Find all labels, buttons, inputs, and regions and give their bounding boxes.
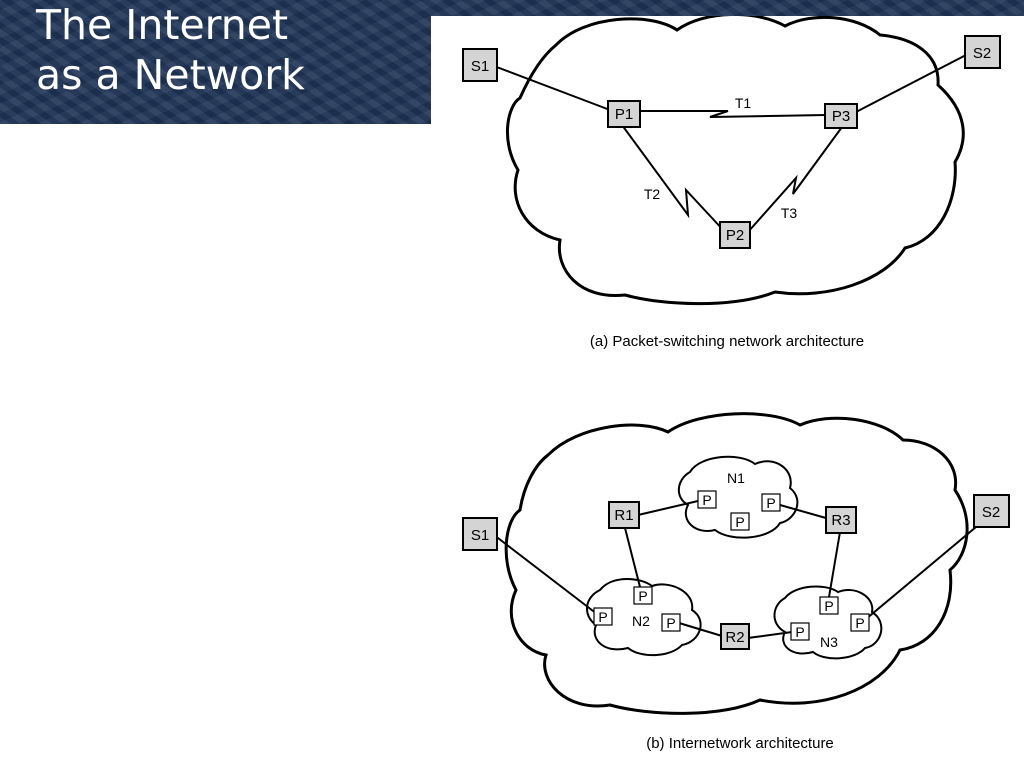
network-cloud-n1 xyxy=(677,455,799,539)
switch-n3-right-label: P xyxy=(855,615,864,631)
network-n1-label: N1 xyxy=(727,470,745,486)
router-r1: R1 xyxy=(608,501,640,529)
node-s1-b-label: S1 xyxy=(471,527,489,544)
node-p1-label: P1 xyxy=(615,106,633,123)
node-p2-label: P2 xyxy=(726,227,744,244)
node-s2-label: S2 xyxy=(973,45,991,62)
switch-n3-left-label: P xyxy=(795,624,804,640)
network-n2-label: N2 xyxy=(632,613,650,629)
link-s1-p1 xyxy=(493,65,611,111)
network-n3-label: N3 xyxy=(820,634,838,650)
internetwork-diagram: S1 S2 R1 R3 R2 P P P xyxy=(462,412,1010,752)
node-s2-b-label: S2 xyxy=(982,504,1000,521)
switch-n1-left-label: P xyxy=(702,492,711,508)
switch-n3-top-label: P xyxy=(824,598,833,614)
link-p3-s2 xyxy=(855,54,967,113)
switch-n1-left: P xyxy=(697,490,717,509)
switch-n2-right-label: P xyxy=(666,615,675,631)
link-t3-label: T3 xyxy=(781,205,798,221)
link-r1-n1 xyxy=(637,500,699,516)
title-line-1: The Internet xyxy=(36,1,289,49)
switch-n2-right: P xyxy=(661,613,681,632)
node-s1-label: S1 xyxy=(471,58,489,75)
link-r3-n3 xyxy=(828,531,841,598)
link-r1-n2 xyxy=(624,527,641,588)
switch-n2-left: P xyxy=(593,607,613,626)
node-p2: P2 xyxy=(719,221,751,249)
node-p3: P3 xyxy=(824,103,858,129)
link-r2-n3 xyxy=(747,631,793,639)
switch-n3-left: P xyxy=(790,622,810,641)
switch-n1-bottom-label: P xyxy=(735,514,744,530)
link-n1-r3 xyxy=(779,504,827,519)
caption-b: (b) Internetwork architecture xyxy=(646,735,834,752)
router-r1-label: R1 xyxy=(614,507,633,524)
packet-switching-diagram: S1 S2 P1 P3 P2 T1 T2 T3 (a) Packet-switc… xyxy=(462,16,1001,350)
link-t2-label: T2 xyxy=(644,186,661,202)
link-n2-r2 xyxy=(678,622,723,637)
switch-n2-left-label: P xyxy=(598,609,607,625)
switch-n2-top: P xyxy=(633,586,653,605)
node-p1: P1 xyxy=(607,100,641,128)
switch-n1-right: P xyxy=(761,493,781,512)
figure-panel: S1 S2 P1 P3 P2 T1 T2 T3 (a) Packet-switc… xyxy=(431,16,1024,768)
router-r3: R3 xyxy=(825,506,857,534)
internet-cloud-b xyxy=(504,412,969,715)
link-n3-s2 xyxy=(865,526,977,620)
title-line-2: as a Network xyxy=(36,51,305,99)
link-t1 xyxy=(640,110,827,118)
caption-a: (a) Packet-switching network architectur… xyxy=(590,333,864,350)
node-s2: S2 xyxy=(964,35,1001,69)
switch-n1-right-label: P xyxy=(766,495,775,511)
router-r3-label: R3 xyxy=(831,512,850,529)
router-r2-label: R2 xyxy=(725,629,744,646)
switch-n2-top-label: P xyxy=(638,588,647,604)
link-t2 xyxy=(621,124,726,233)
node-s2-b: S2 xyxy=(973,494,1010,528)
network-cloud-a xyxy=(505,16,965,306)
node-s1-b: S1 xyxy=(462,517,498,551)
router-r2: R2 xyxy=(720,623,750,650)
link-t3 xyxy=(747,126,843,233)
node-s1: S1 xyxy=(462,48,498,82)
switch-n1-bottom: P xyxy=(730,512,750,531)
switch-n3-right: P xyxy=(850,613,870,632)
link-t1-label: T1 xyxy=(735,95,752,111)
slide-title: The Internet as a Network xyxy=(36,0,305,100)
link-s1-n2 xyxy=(493,534,598,615)
switch-n3-top: P xyxy=(819,596,839,615)
node-p3-label: P3 xyxy=(832,108,850,125)
